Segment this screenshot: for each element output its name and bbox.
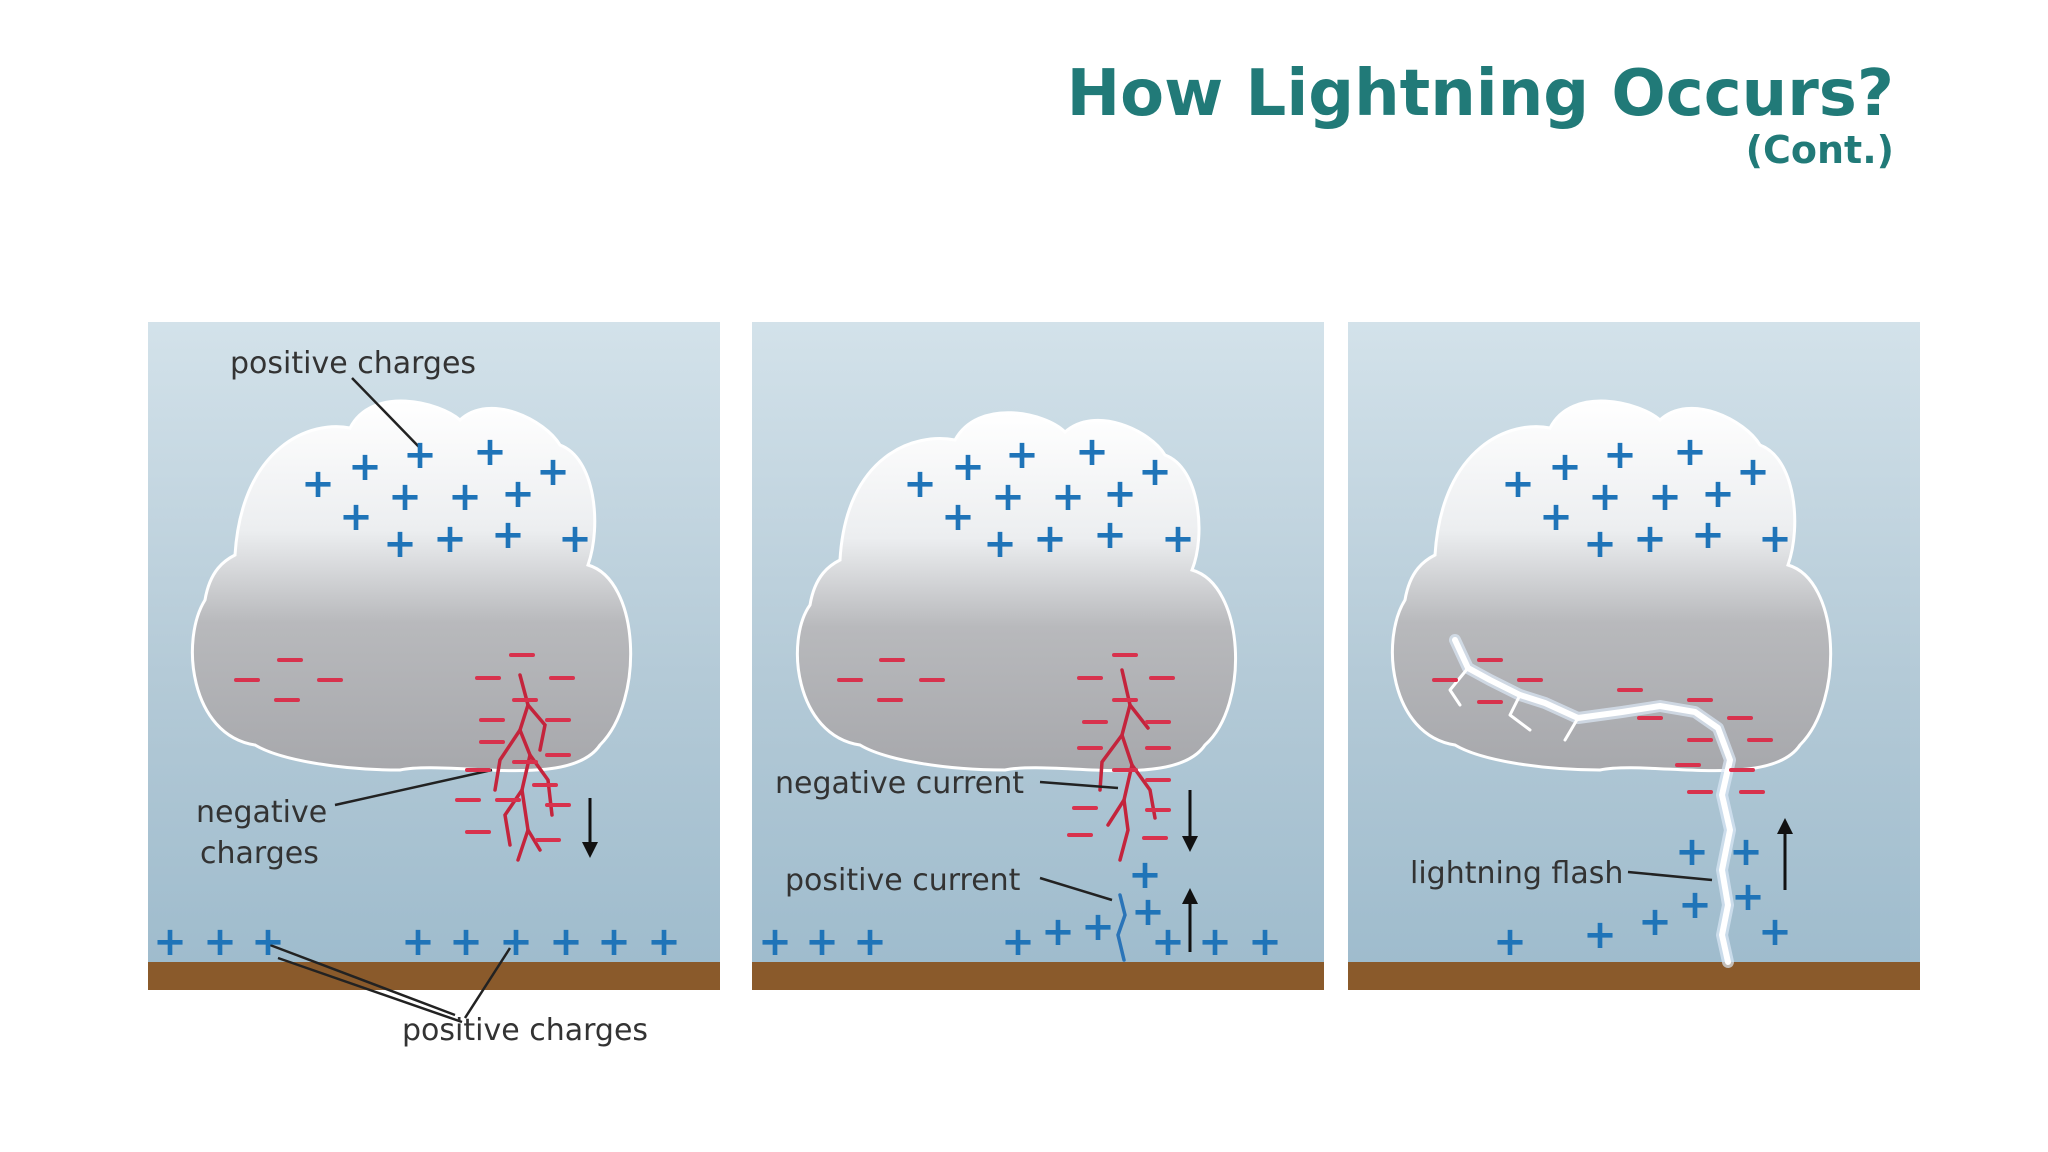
panel-2-ground: [752, 962, 1324, 990]
panel-2-label-positive-current: positive current: [785, 863, 1021, 898]
panel-2-arrow-down-head: [1182, 836, 1198, 852]
panel-2-plus-7: +: [1103, 471, 1137, 517]
panel-1-plus-7: +: [501, 471, 535, 517]
panel-2-plus-17: +: [1001, 919, 1035, 965]
panel-2-plus-8: +: [941, 494, 975, 540]
panel-2-plus-14: +: [1131, 889, 1165, 935]
panel-3-plus-9: +: [1583, 521, 1617, 567]
panel-1-plus-13: +: [153, 919, 187, 965]
panel-2-plus-3: +: [1075, 429, 1109, 475]
panel-1-plus-11: +: [491, 512, 525, 558]
panel-2-plus-0: +: [903, 461, 937, 507]
panel-3-leader-lightning-flash: [1627, 870, 1713, 882]
panel-3-plus-14: +: [1729, 829, 1763, 875]
panel-3-plus-7: +: [1701, 471, 1735, 517]
panel-2-plus-19: +: [805, 919, 839, 965]
panel-1: ++++++++++++++++++++++ positive charges …: [148, 322, 720, 1048]
panel-2-positive-channel: [1116, 893, 1127, 962]
panel-1-leader-positive-top: [351, 377, 421, 449]
panel-3-plus-20: +: [1758, 909, 1792, 955]
panel-1-plus-17: +: [449, 919, 483, 965]
panel-3-ground: [1348, 962, 1920, 990]
panel-1-label-positive-charges-top: positive charges: [230, 346, 476, 381]
panel-3-plus-18: +: [1583, 912, 1617, 958]
panel-2-plus-6: +: [1051, 474, 1085, 520]
panel-2-plus-11: +: [1093, 512, 1127, 558]
panel-1-plus-3: +: [473, 429, 507, 475]
panel-2-plus-4: +: [1138, 449, 1172, 495]
panel-3-plus-3: +: [1673, 429, 1707, 475]
panel-2-leader-negative-current: [1039, 780, 1119, 790]
panel-1-label-positive-charges-bottom: positive charges: [402, 1013, 648, 1048]
panel-1-plus-21: +: [647, 919, 681, 965]
panel-1-plus-15: +: [251, 919, 285, 965]
panel-1-label-negative-line1: negative: [196, 795, 327, 830]
panel-2-plus-2: +: [1005, 432, 1039, 478]
panel-2-plus-13: +: [1128, 852, 1162, 898]
panel-3-plus-6: +: [1648, 474, 1682, 520]
panel-2-leader-positive-current: [1039, 876, 1113, 902]
panel-1-ground: [148, 962, 720, 990]
page-subtitle: (Cont.): [1745, 128, 1894, 172]
panel-3-arrow-up-head: [1777, 818, 1793, 834]
panel-3-plus-16: +: [1678, 882, 1712, 928]
panel-1-plus-9: +: [383, 521, 417, 567]
panel-2-plus-18: +: [758, 919, 792, 965]
panel-1-plus-12: +: [558, 516, 592, 562]
panel-3-plus-1: +: [1548, 444, 1582, 490]
panel-3-plus-10: +: [1633, 516, 1667, 562]
panel-1-plus-5: +: [388, 474, 422, 520]
panel-2-plus-9: +: [983, 521, 1017, 567]
panel-1-leader-negative: [334, 768, 493, 807]
panel-1-arrow-down-head: [582, 842, 598, 858]
panel-3-plus-12: +: [1758, 516, 1792, 562]
panel-1-plus-10: +: [433, 516, 467, 562]
panel-3-plus-5: +: [1588, 474, 1622, 520]
panel-1-plus-8: +: [339, 494, 373, 540]
panel-3-plus-4: +: [1736, 449, 1770, 495]
panel-1-leader-positive-bottom-b: [277, 956, 463, 1024]
title-block: How Lightning Occurs? (Cont.): [1067, 62, 1894, 172]
panel-1-plus-4: +: [536, 449, 570, 495]
panel-2: ++++++++++++++++++++++++ negative curren…: [752, 322, 1324, 990]
panel-1-plus-6: +: [448, 474, 482, 520]
panel-2-plus-1: +: [951, 444, 985, 490]
panel-3-label-lightning-flash: lightning flash: [1410, 856, 1623, 891]
panel-1-plus-19: +: [549, 919, 583, 965]
panel-1-label-negative-line2: charges: [200, 836, 319, 871]
panel-3-cloud: [1390, 399, 1833, 773]
panel-2-label-negative-current: negative current: [775, 766, 1024, 801]
panel-1-plus-20: +: [597, 919, 631, 965]
panel-3-plus-0: +: [1501, 461, 1535, 507]
panel-3-plus-19: +: [1493, 919, 1527, 965]
panel-1-plus-16: +: [401, 919, 435, 965]
panel-1-plus-18: +: [499, 919, 533, 965]
panel-2-plus-15: +: [1081, 904, 1115, 950]
panel-3-plus-11: +: [1691, 512, 1725, 558]
panel-3-plus-17: +: [1638, 899, 1672, 945]
panel-3-plus-15: +: [1731, 874, 1765, 920]
panel-2-plus-21: +: [1151, 919, 1185, 965]
panel-1-plus-0: +: [301, 461, 335, 507]
panel-1-plus-1: +: [348, 444, 382, 490]
panel-1-plus-2: +: [403, 432, 437, 478]
panel-3-plus-8: +: [1539, 494, 1573, 540]
panel-2-plus-16: +: [1041, 909, 1075, 955]
panel-2-plus-20: +: [853, 919, 887, 965]
panel-2-arrow-up-head: [1182, 888, 1198, 904]
panel-3-lightning-flash: [1448, 634, 1736, 968]
panel-2-plus-12: +: [1161, 516, 1195, 562]
panel-3-plus-2: +: [1603, 432, 1637, 478]
panel-2-plus-5: +: [991, 474, 1025, 520]
panel-1-leader-positive-bottom-a: [269, 943, 456, 1017]
panel-2-plus-10: +: [1033, 516, 1067, 562]
panel-3-plus-13: +: [1675, 829, 1709, 875]
panel-3: +++++++++++++++++++++ lightning flash: [1348, 322, 1920, 990]
page-title: How Lightning Occurs?: [1066, 57, 1894, 131]
panel-2-plus-22: +: [1198, 919, 1232, 965]
panel-2-plus-23: +: [1248, 919, 1282, 965]
panel-1-leader-positive-bottom-c: [463, 947, 512, 1019]
panel-1-plus-14: +: [203, 919, 237, 965]
